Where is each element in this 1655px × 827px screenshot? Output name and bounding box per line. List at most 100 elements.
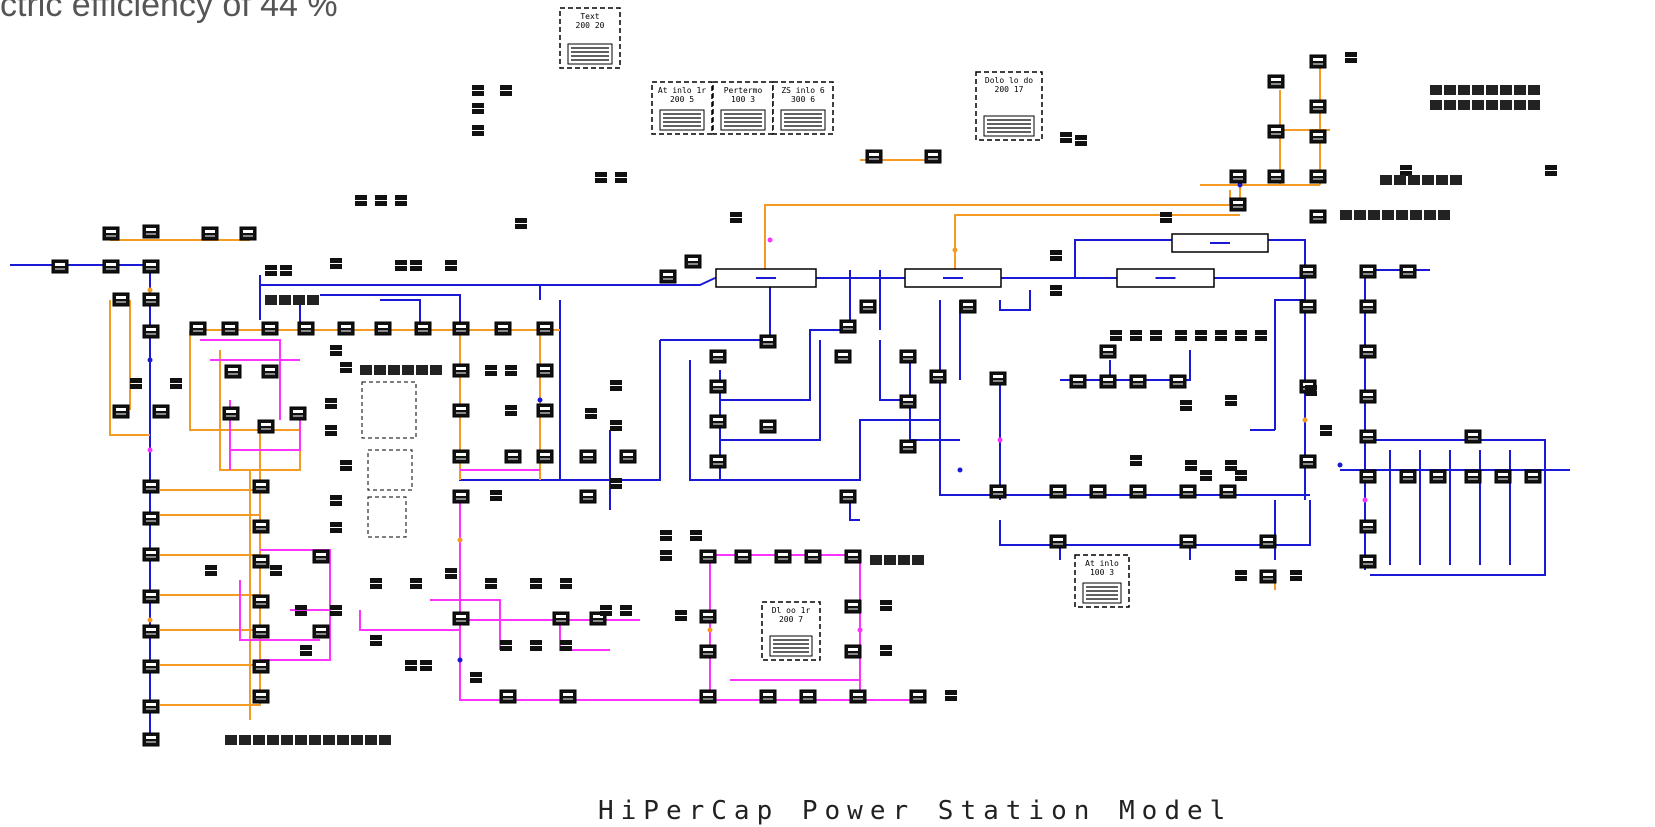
stream-table-top-right [1430,85,1540,95]
unit-block-34 [143,480,159,493]
unit-block-24 [290,407,306,420]
unit-block-28 [537,364,553,377]
capture-main [460,490,700,700]
unit-block-11 [153,405,169,418]
stream-tag-58 [690,530,702,541]
unit-block-126 [1268,170,1284,183]
stream-tag-52 [500,640,512,651]
unit-block-2 [143,260,159,273]
hx-3 [1117,269,1214,287]
unit-block-100 [1260,535,1276,548]
flow-arrow-0 [148,288,153,293]
stream-tag-56 [620,605,632,616]
stream-tag-43 [530,578,542,589]
unit-block-122 [1495,470,1511,483]
unit-block-13 [222,322,238,335]
stream-tag-41 [445,568,457,579]
flow-arrow-19 [1338,463,1343,468]
flow-arrow-3 [148,618,153,623]
unit-block-85 [840,490,856,503]
stream-tag-19 [1050,250,1062,261]
unit-block-97 [1220,485,1236,498]
orange-riser [160,420,260,705]
unit-block-114 [1360,430,1376,443]
unit-block-43 [253,520,269,533]
stream-tag-80 [1235,330,1247,341]
stream-table-bottom [225,735,391,745]
stream-tag-70 [1200,470,1212,481]
unit-block-67 [845,600,861,613]
condensate-loop [1365,440,1545,575]
stream-table-upper [265,295,319,305]
stream-tag-68 [1225,460,1237,471]
control-box-value: 200 7 [779,615,803,624]
stream-tag-51 [470,672,482,683]
unit-block-81 [760,420,776,433]
unit-block-133 [1230,198,1246,211]
stream-tag-57 [660,530,672,541]
unit-block-60 [850,690,866,703]
control-box-cb-text: Text200 20 [560,8,620,68]
stream-tag-3 [472,125,484,136]
stream-tag-25 [485,365,497,376]
unit-block-79 [710,455,726,468]
stream-tag-47 [370,635,382,646]
control-box-grid [660,110,704,130]
unit-block-10 [113,405,129,418]
stream-tag-61 [880,600,892,611]
control-box-value: 100 3 [731,95,755,104]
flow-arrow-1 [148,358,153,363]
unit-block-117 [1360,555,1376,568]
stream-tag-28 [610,380,622,391]
stream-table-top-right-2 [1430,100,1540,110]
unit-block-112 [1360,345,1376,358]
stream-tag-38 [270,565,282,576]
unit-block-40 [143,700,159,713]
stream-tag-1 [500,85,512,96]
stream-tag-82 [1235,570,1247,581]
unit-block-118 [1400,265,1416,278]
control-box-cb-f: Dl oo 1r200 7 [762,602,820,660]
unit-block-111 [1360,300,1376,313]
stream-tag-53 [530,640,542,651]
unit-block-52 [453,612,469,625]
unit-block-61 [910,690,926,703]
unit-block-96 [1180,485,1196,498]
stream-tag-85 [1545,165,1557,176]
unit-block-8 [143,293,159,306]
unit-block-39 [143,660,159,673]
stream-tag-16 [445,260,457,271]
aux-box-2 [368,497,406,537]
unit-block-0 [52,260,68,273]
unit-block-121 [1465,470,1481,483]
unit-block-86 [900,350,916,363]
hx-4 [1172,234,1268,252]
flow-arrow-15 [953,248,958,253]
stream-tag-4 [355,195,367,206]
flow-arrow-10 [458,658,463,663]
unit-block-41 [143,733,159,746]
stream-tag-17 [1060,132,1072,143]
unit-block-17 [375,322,391,335]
unit-block-125 [1230,170,1246,183]
flow-arrow-5 [1363,498,1368,503]
unit-block-57 [700,690,716,703]
unit-block-35 [143,512,159,525]
stream-tag-66 [1180,400,1192,411]
stream-tag-26 [505,365,517,376]
unit-block-49 [313,550,329,563]
unit-block-90 [930,370,946,383]
stream-tag-79 [1215,330,1227,341]
unit-block-73 [580,490,596,503]
stream-tag-65 [1225,395,1237,406]
unit-block-77 [710,380,726,393]
unit-block-14 [262,322,278,335]
stream-tag-6 [395,195,407,206]
unit-block-116 [1360,520,1376,533]
stream-tag-48 [300,645,312,656]
unit-block-25 [225,365,241,378]
stream-tag-73 [1130,455,1142,466]
unit-block-98 [1050,535,1066,548]
stream-tag-37 [205,565,217,576]
